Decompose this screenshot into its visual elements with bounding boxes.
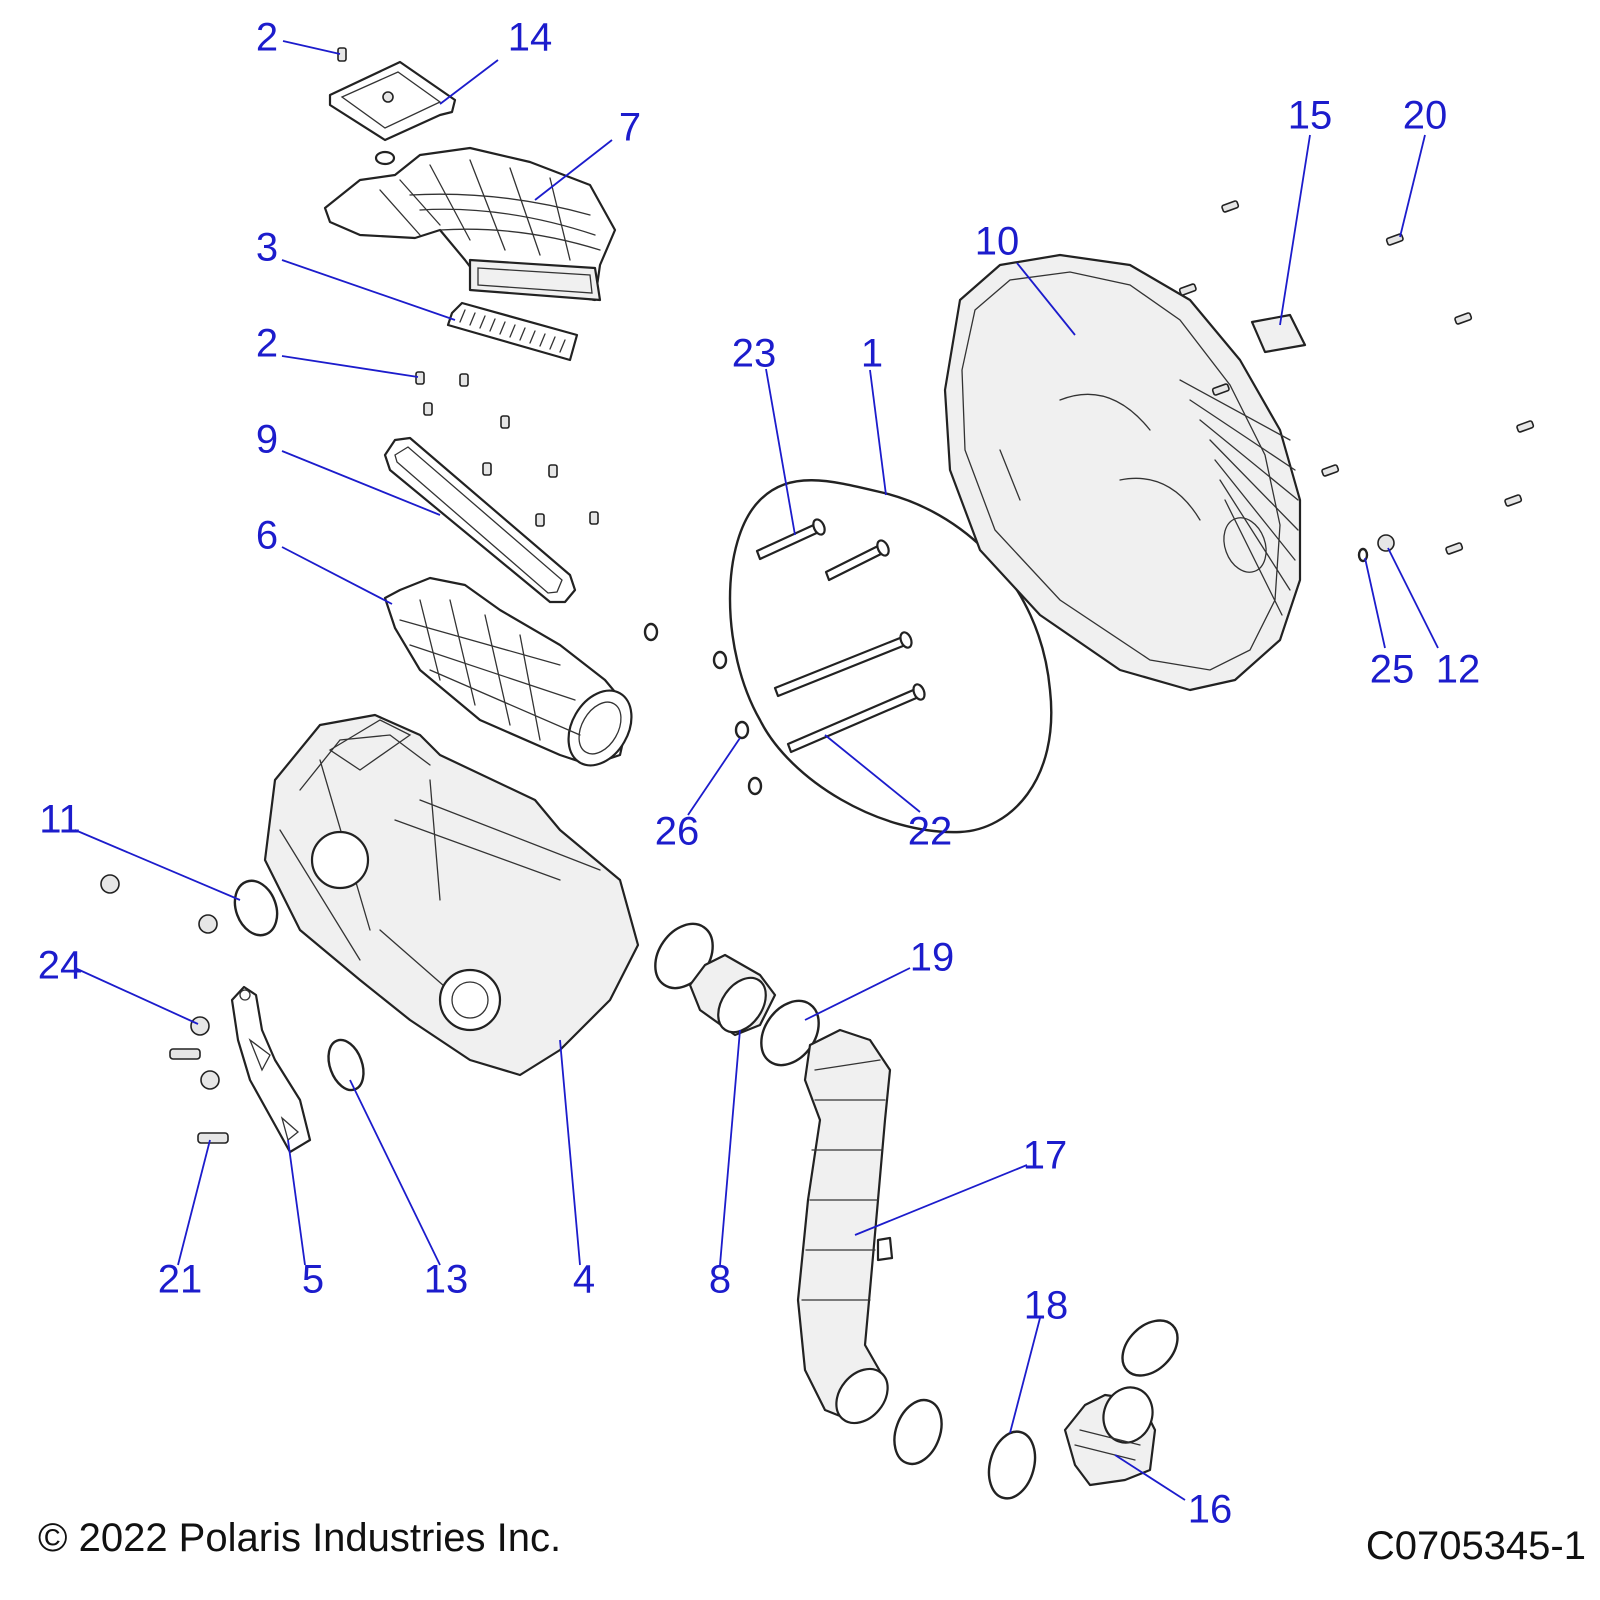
callout-8: 8 <box>709 1258 731 1302</box>
callout-6: 6 <box>256 514 278 558</box>
part-24-plugs <box>100 874 220 1090</box>
part-18-clamps <box>893 1319 1179 1500</box>
callout-16: 16 <box>1188 1488 1233 1532</box>
part-26-washers <box>643 622 763 796</box>
part-23-long-bolts <box>755 518 890 582</box>
part-15-decal <box>1250 313 1307 354</box>
callout-2: 2 <box>256 16 278 60</box>
callout-4: 4 <box>573 1258 595 1302</box>
callout-15: 15 <box>1288 94 1333 138</box>
callout-11: 11 <box>39 798 81 842</box>
callout-2: 2 <box>256 322 278 366</box>
callout-10: 10 <box>975 220 1020 264</box>
part-7-intake-duct <box>323 146 617 302</box>
part-1-seal <box>728 479 1053 834</box>
callout-18: 18 <box>1024 1284 1069 1328</box>
callout-22: 22 <box>908 810 953 854</box>
part-2-screws <box>337 47 599 527</box>
part-20-screws <box>1178 200 1535 555</box>
copyright-notice: © 2022 Polaris Industries Inc. <box>38 1516 562 1560</box>
callout-14: 14 <box>508 16 553 60</box>
callout-19: 19 <box>910 936 955 980</box>
part-10-outer-cover <box>943 253 1302 692</box>
part-13-o-ring <box>327 1038 365 1092</box>
part-16-elbow-boot <box>1063 1386 1157 1487</box>
callout-3: 3 <box>256 226 278 270</box>
callout-7: 7 <box>619 106 641 150</box>
leader-lines <box>74 40 1439 1501</box>
callout-17: 17 <box>1023 1134 1068 1178</box>
callout-12: 12 <box>1436 648 1481 692</box>
part-12-nut <box>1377 534 1395 552</box>
part-25-washer <box>1357 547 1369 563</box>
part-9-gasket <box>383 436 577 604</box>
callout-20: 20 <box>1403 94 1448 138</box>
callout-5: 5 <box>302 1258 324 1302</box>
part-11-o-ring <box>233 879 279 937</box>
callout-labels: 1 2 2 3 4 5 6 7 8 9 10 11 12 13 14 15 16… <box>38 16 1481 1532</box>
callout-25: 25 <box>1370 648 1415 692</box>
callout-23: 23 <box>732 332 777 376</box>
callout-13: 13 <box>424 1258 469 1302</box>
callout-24: 24 <box>38 944 83 988</box>
part-5-bracket <box>230 985 312 1154</box>
part-3-filter-screen <box>446 301 579 362</box>
callout-9: 9 <box>256 418 278 462</box>
callout-1: 1 <box>861 332 883 376</box>
part-22-long-bolts <box>773 631 926 754</box>
part-14-cover-plate <box>328 60 457 142</box>
callout-26: 26 <box>655 810 700 854</box>
part-21-bolts <box>169 1048 229 1144</box>
part-4-inner-cover <box>263 713 640 1077</box>
figure-id: C0705345-1 <box>1365 1524 1586 1568</box>
part-8-coupler <box>688 953 777 1037</box>
part-17-long-duct <box>796 1028 894 1425</box>
callout-21: 21 <box>158 1258 203 1302</box>
part-6-lower-duct <box>383 576 633 767</box>
